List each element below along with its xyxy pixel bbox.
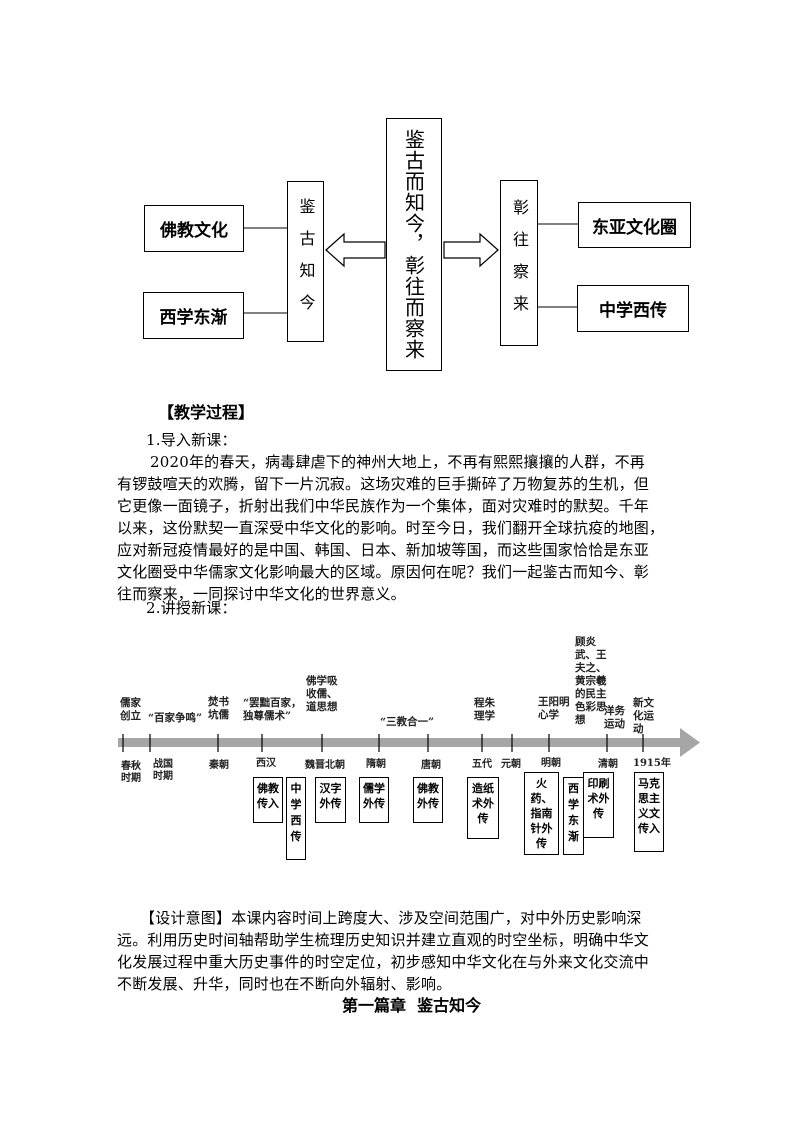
right-concept-text: 彰往察来	[510, 199, 529, 327]
timeline-label: 顾炎武、王夫之、黄宗羲的民主色彩思想	[575, 636, 607, 726]
intro-line: 有锣鼓喧天的欢腾，留下一片沉寂。这场灾难的巨手撕碎了万物复苏的生机，但	[117, 475, 650, 493]
timeline-era: 清朝	[598, 759, 618, 770]
timeline-era: 秦朝	[209, 760, 229, 771]
timeline-label: 洋务运动	[604, 705, 625, 730]
right-concept-box: 彰往察来	[500, 180, 538, 346]
chapter-title: 第一篇章 鉴古知今	[342, 996, 482, 1015]
new-lesson-label: 2.讲授新课：	[146, 599, 237, 617]
left-arrow-icon	[325, 232, 386, 268]
center-concept-box: 鉴古而知今，彰往而察来	[386, 118, 442, 371]
right-arrow-icon	[443, 232, 499, 268]
intro-line: 以来，这份默契一直深受中华文化的影响。时至今日，我们翻开全球抗疫的地图，	[117, 519, 665, 537]
left-item-buddhism: 佛教文化	[144, 205, 244, 252]
timeline-event: 汉字外传	[315, 777, 346, 823]
intro-label: 1.导入新课：	[146, 431, 237, 449]
timeline-label: 焚书坑儒	[208, 696, 229, 721]
timeline-era: 明朝	[541, 758, 561, 769]
timeline-event: 造纸术外传	[467, 777, 499, 839]
left-concept-text: 鉴古知今	[296, 197, 316, 326]
timeline-event: 儒学外传	[359, 777, 389, 823]
timeline-era: 元朝	[501, 759, 521, 770]
timeline-era: 春秋时期	[121, 761, 141, 784]
design-intent-line: 化发展过程中重大历史事件的时空定位，初步感知中华文化在与外来文化交流中	[117, 953, 650, 971]
intro-line: 往而察来，一同探讨中华文化的世界意义。	[117, 585, 406, 603]
timeline-era: 魏晋北朝	[305, 760, 345, 771]
timeline-bar	[118, 738, 684, 747]
left-concept-box: 鉴古知今	[287, 181, 324, 342]
design-intent-line: 【设计意图】本课内容时间上跨度大、涉及空间范围广，对中外历史影响深	[140, 909, 642, 927]
center-concept-text: 鉴古而知今，彰往而察来	[401, 129, 426, 360]
timeline-axis	[118, 728, 700, 757]
intro-line: 它更像一面镜子，折射出我们中华民族作为一个集体，面对灾难时的默契。千年	[117, 497, 650, 515]
timeline-label: “百家争鸣”	[148, 712, 203, 724]
timeline-event: 火药、指南针外传	[524, 772, 559, 855]
timeline-arrowhead-icon	[680, 728, 700, 757]
timeline-era: 五代	[472, 759, 492, 770]
timeline-label: 佛学吸收儒、道思想	[306, 675, 338, 713]
timeline-era: 西汉	[256, 758, 276, 769]
timeline-era: 战国时期	[153, 759, 173, 782]
intro-line: 应对新冠疫情最好的是中国、韩国、日本、新加坡等国，而这些国家恰恰是东亚	[117, 541, 650, 559]
timeline-label: 新文化运动	[633, 697, 654, 735]
timeline-label: 儒家创立	[120, 697, 141, 722]
timeline-event: 印刷术外传	[583, 772, 614, 838]
design-intent-line: 不断发展、升华，同时也在不断向外辐射、影响。	[117, 975, 452, 993]
timeline-label: 程朱理学	[474, 697, 495, 722]
intro-line: 2020年的春天，病毒肆虐下的神州大地上，不再有熙熙攘攘的人群，不再	[150, 453, 645, 471]
left-item-western-learning: 西学东渐	[143, 292, 244, 339]
right-item-east-asia: 东亚文化圈	[578, 202, 691, 248]
timeline-label: “三教合一”	[380, 716, 435, 728]
timeline-label: “罢黜百家，独尊儒术”	[243, 697, 302, 722]
timeline-event: 中学西传	[286, 777, 306, 860]
timeline-era: 隋朝	[366, 759, 386, 770]
design-intent-line: 远。利用历史时间轴帮助学生梳理历史知识并建立直观的时空坐标，明确中华文	[117, 931, 650, 949]
timeline-event: 佛教外传	[413, 777, 443, 823]
intro-paragraph: 2020年的春天，病毒肆虐下的神州大地上，不再有熙熙攘攘的人群，不再 有锣鼓喧天…	[117, 451, 697, 605]
timeline-event: 佛教传入	[253, 777, 283, 823]
section-heading: 【教学过程】	[158, 403, 255, 422]
design-intent-paragraph: 【设计意图】本课内容时间上跨度大、涉及空间范围广，对中外历史影响深 远。利用历史…	[117, 907, 697, 995]
intro-line: 文化圈受中华儒家文化影响最大的区域。原因何在呢？我们一起鉴古而知今、彰	[117, 563, 650, 581]
timeline-event: 西学东渐	[563, 777, 584, 855]
concept-map-connectors	[244, 223, 578, 314]
timeline-era: 1915年	[633, 758, 671, 769]
right-item-chinese-west: 中学西传	[577, 285, 689, 332]
timeline-label: 王阳明心学	[538, 696, 570, 721]
timeline-era: 唐朝	[421, 760, 441, 771]
timeline-event: 马克思主义文传入	[634, 772, 664, 852]
